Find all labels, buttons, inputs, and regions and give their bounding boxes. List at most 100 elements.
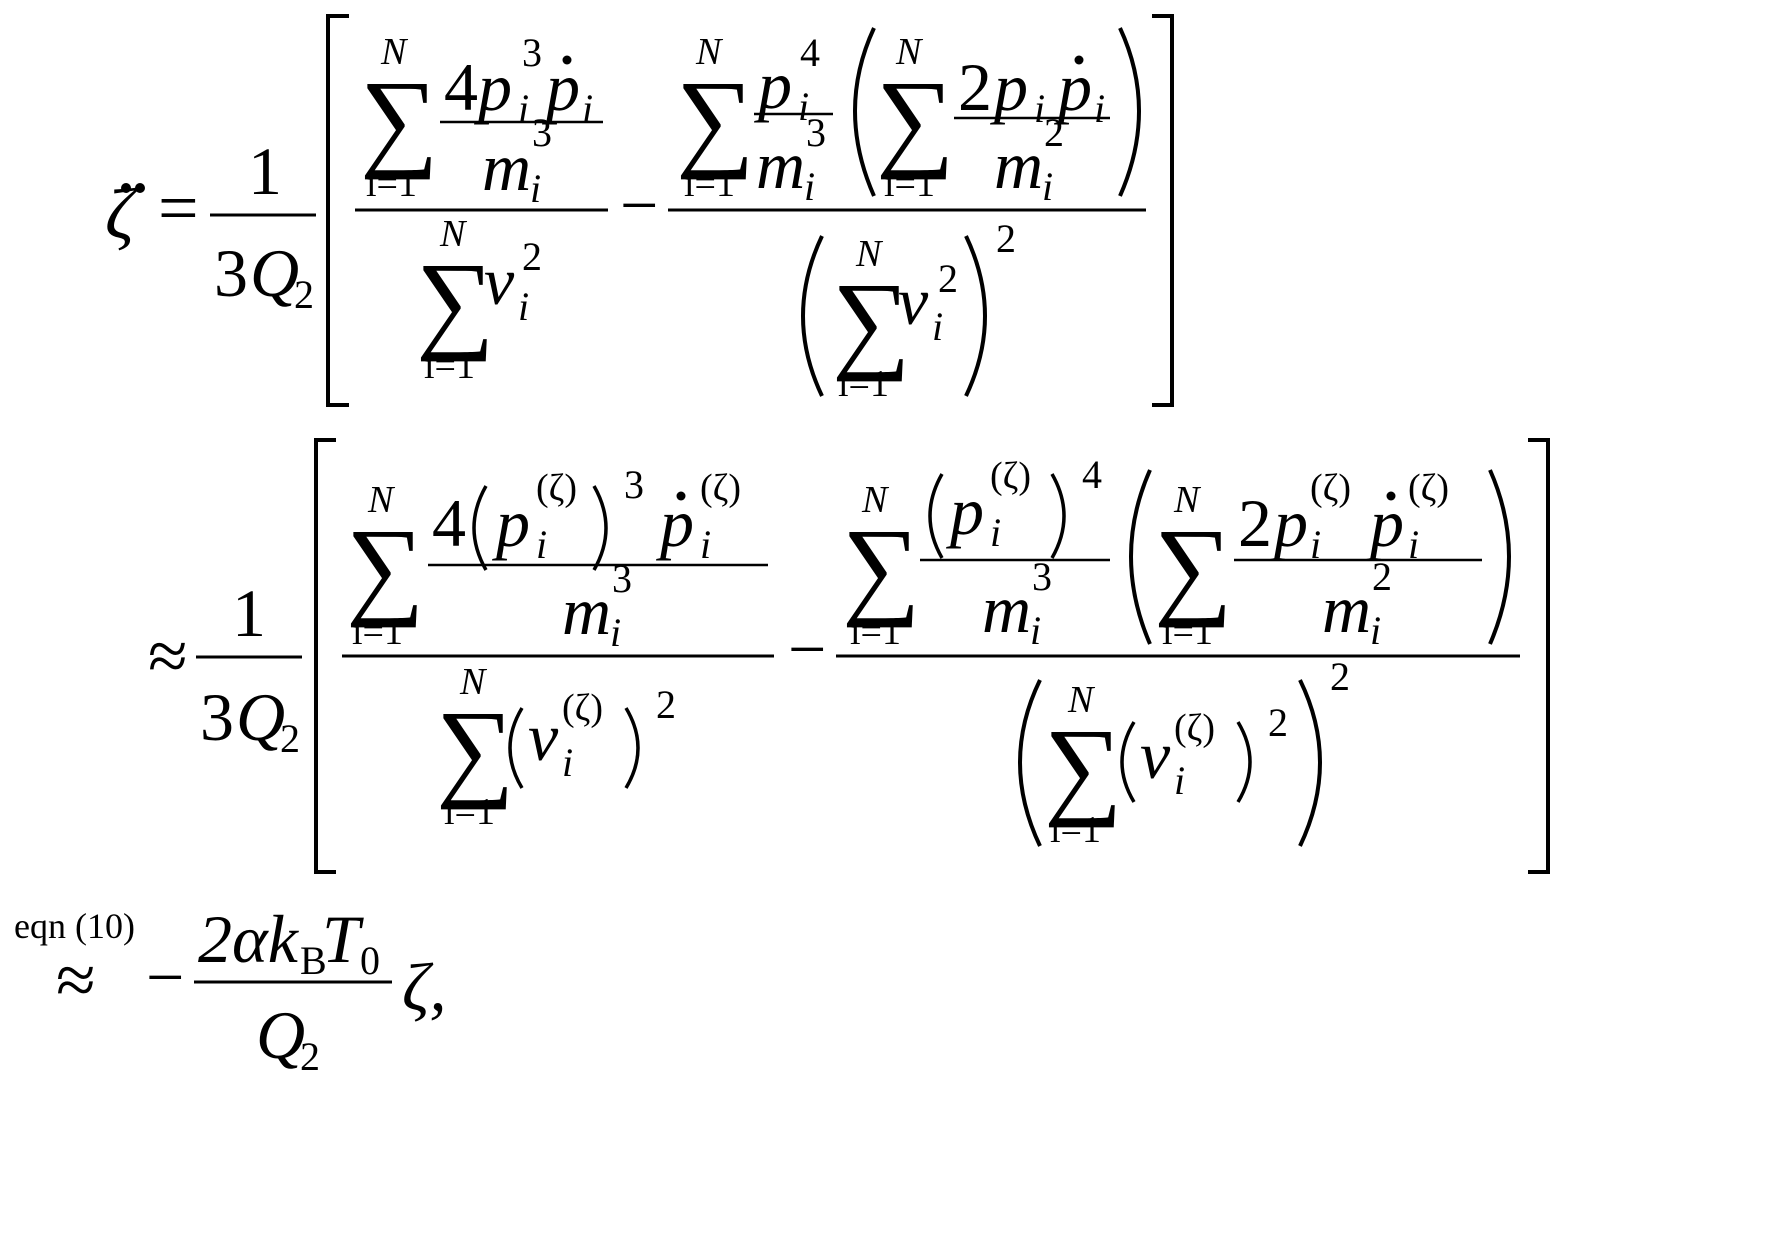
sub-i: i xyxy=(932,304,943,349)
sum-symbol: ∑ xyxy=(360,58,438,180)
zeta-superscript: (ζ) xyxy=(1310,467,1351,509)
trailing-zeta: ζ, xyxy=(402,949,447,1025)
right-paren xyxy=(1050,473,1066,559)
sum-symbol: ∑ xyxy=(842,506,920,628)
approx-sign: ≈ xyxy=(56,940,96,1020)
var-p: p xyxy=(946,473,984,549)
right-paren xyxy=(1118,27,1141,197)
sum-symbol: ∑ xyxy=(876,58,954,180)
sum-upper-limit: N xyxy=(459,661,488,703)
dot-accent xyxy=(562,55,572,65)
left-paren xyxy=(1120,721,1136,803)
sum-symbol: ∑ xyxy=(1154,506,1232,628)
left-paren xyxy=(472,485,488,571)
prefactor-Q-subscript: 2 xyxy=(294,272,314,317)
var-v: v xyxy=(528,699,559,775)
sum-symbol: ∑ xyxy=(832,260,910,382)
var-pdot: p xyxy=(656,485,694,561)
exp-2: 2 xyxy=(522,234,542,279)
exp-2: 2 xyxy=(1330,654,1350,699)
exp-2: 2 xyxy=(1372,554,1392,599)
zeta-superscript: (ζ) xyxy=(990,455,1031,497)
left-paren xyxy=(853,27,876,197)
var-pdot: p xyxy=(1054,49,1092,125)
var-p: p xyxy=(754,47,792,123)
sub-i: i xyxy=(1034,86,1045,131)
sub-i: i xyxy=(610,610,621,655)
sum-lower-limit: i=1 xyxy=(850,611,901,653)
subscript-0: 0 xyxy=(360,938,380,983)
sum-lower-limit: i=1 xyxy=(884,163,935,205)
subscript-B: B xyxy=(300,938,327,983)
sum-upper-limit: N xyxy=(695,31,724,73)
var-m: m xyxy=(756,127,805,203)
sub-i: i xyxy=(518,284,529,329)
sum-symbol: ∑ xyxy=(416,240,494,362)
sub-i: i xyxy=(530,166,541,211)
dot-accent xyxy=(676,491,686,501)
right-paren xyxy=(592,485,608,571)
sub-i: i xyxy=(798,84,809,129)
sub-i: i xyxy=(700,522,711,567)
equals-sign: = xyxy=(158,168,199,248)
sum-upper-limit: N xyxy=(380,31,409,73)
left-paren xyxy=(1018,679,1042,847)
var-p: p xyxy=(1270,485,1308,561)
sum-lower-limit: i=1 xyxy=(352,611,403,653)
lhs-zeta-dot xyxy=(121,183,131,193)
sub-i: i xyxy=(1408,522,1419,567)
exp-3: 3 xyxy=(806,110,826,155)
sum-symbol: ∑ xyxy=(346,506,424,628)
var-m: m xyxy=(562,573,611,649)
sum-upper-limit: N xyxy=(367,479,396,521)
prefactor-Q: Q xyxy=(250,235,299,311)
sub-i: i xyxy=(536,522,547,567)
prefactor-Q-subscript: 2 xyxy=(280,716,300,761)
sum-upper-limit: N xyxy=(439,213,468,255)
var-p: p xyxy=(990,49,1028,125)
sum-upper-limit: N xyxy=(855,233,884,275)
right-paren xyxy=(964,235,987,397)
var-Q: Q xyxy=(256,997,305,1073)
right-bracket xyxy=(1528,438,1550,874)
right-paren xyxy=(1236,721,1252,803)
sum-upper-limit: N xyxy=(895,31,924,73)
equation-line-3: eqn (10) ≈ − 2αk B T 0 Q 2 ζ, xyxy=(14,901,447,1079)
lhs-zeta-dot xyxy=(135,183,145,193)
var-T: T xyxy=(322,901,364,977)
exp-2: 2 xyxy=(996,216,1016,261)
exp-3: 3 xyxy=(522,30,542,75)
approx-sign: ≈ xyxy=(148,616,188,696)
exp-3: 3 xyxy=(532,110,552,155)
zeta-superscript: (ζ) xyxy=(562,687,603,729)
left-paren xyxy=(508,707,524,789)
exp-2: 2 xyxy=(1268,700,1288,745)
sum-lower-limit: i=1 xyxy=(366,163,417,205)
left-paren xyxy=(1129,469,1152,645)
sum-lower-limit: i=1 xyxy=(1162,611,1213,653)
sub-i: i xyxy=(1310,522,1321,567)
exp-2: 2 xyxy=(938,256,958,301)
sum-lower-limit: i=1 xyxy=(444,791,495,833)
var-pdot: p xyxy=(1366,485,1404,561)
zeta-superscript: (ζ) xyxy=(536,467,577,509)
right-bracket xyxy=(1152,14,1174,407)
right-paren xyxy=(624,707,640,789)
exp-3: 3 xyxy=(612,556,632,601)
prefactor-coeff: 3 xyxy=(200,679,234,755)
right-paren xyxy=(1298,679,1322,847)
sub-i: i xyxy=(518,86,529,131)
var-v: v xyxy=(898,263,929,339)
exp-2: 2 xyxy=(656,682,676,727)
exp-4: 4 xyxy=(800,30,820,75)
left-bracket xyxy=(326,14,349,407)
coeff-4: 4 xyxy=(432,485,466,561)
equation-line-2: ≈ 1 3 Q 2 N ∑ i=1 4 p (ζ) i 3 p (ζ) i m … xyxy=(148,438,1550,874)
zeta-superscript: (ζ) xyxy=(700,467,741,509)
exp-3: 3 xyxy=(624,462,644,507)
minus-sign: − xyxy=(146,939,184,1015)
sub-i: i xyxy=(1094,86,1105,131)
sum-upper-limit: N xyxy=(861,479,890,521)
sum-symbol: ∑ xyxy=(1044,706,1122,828)
